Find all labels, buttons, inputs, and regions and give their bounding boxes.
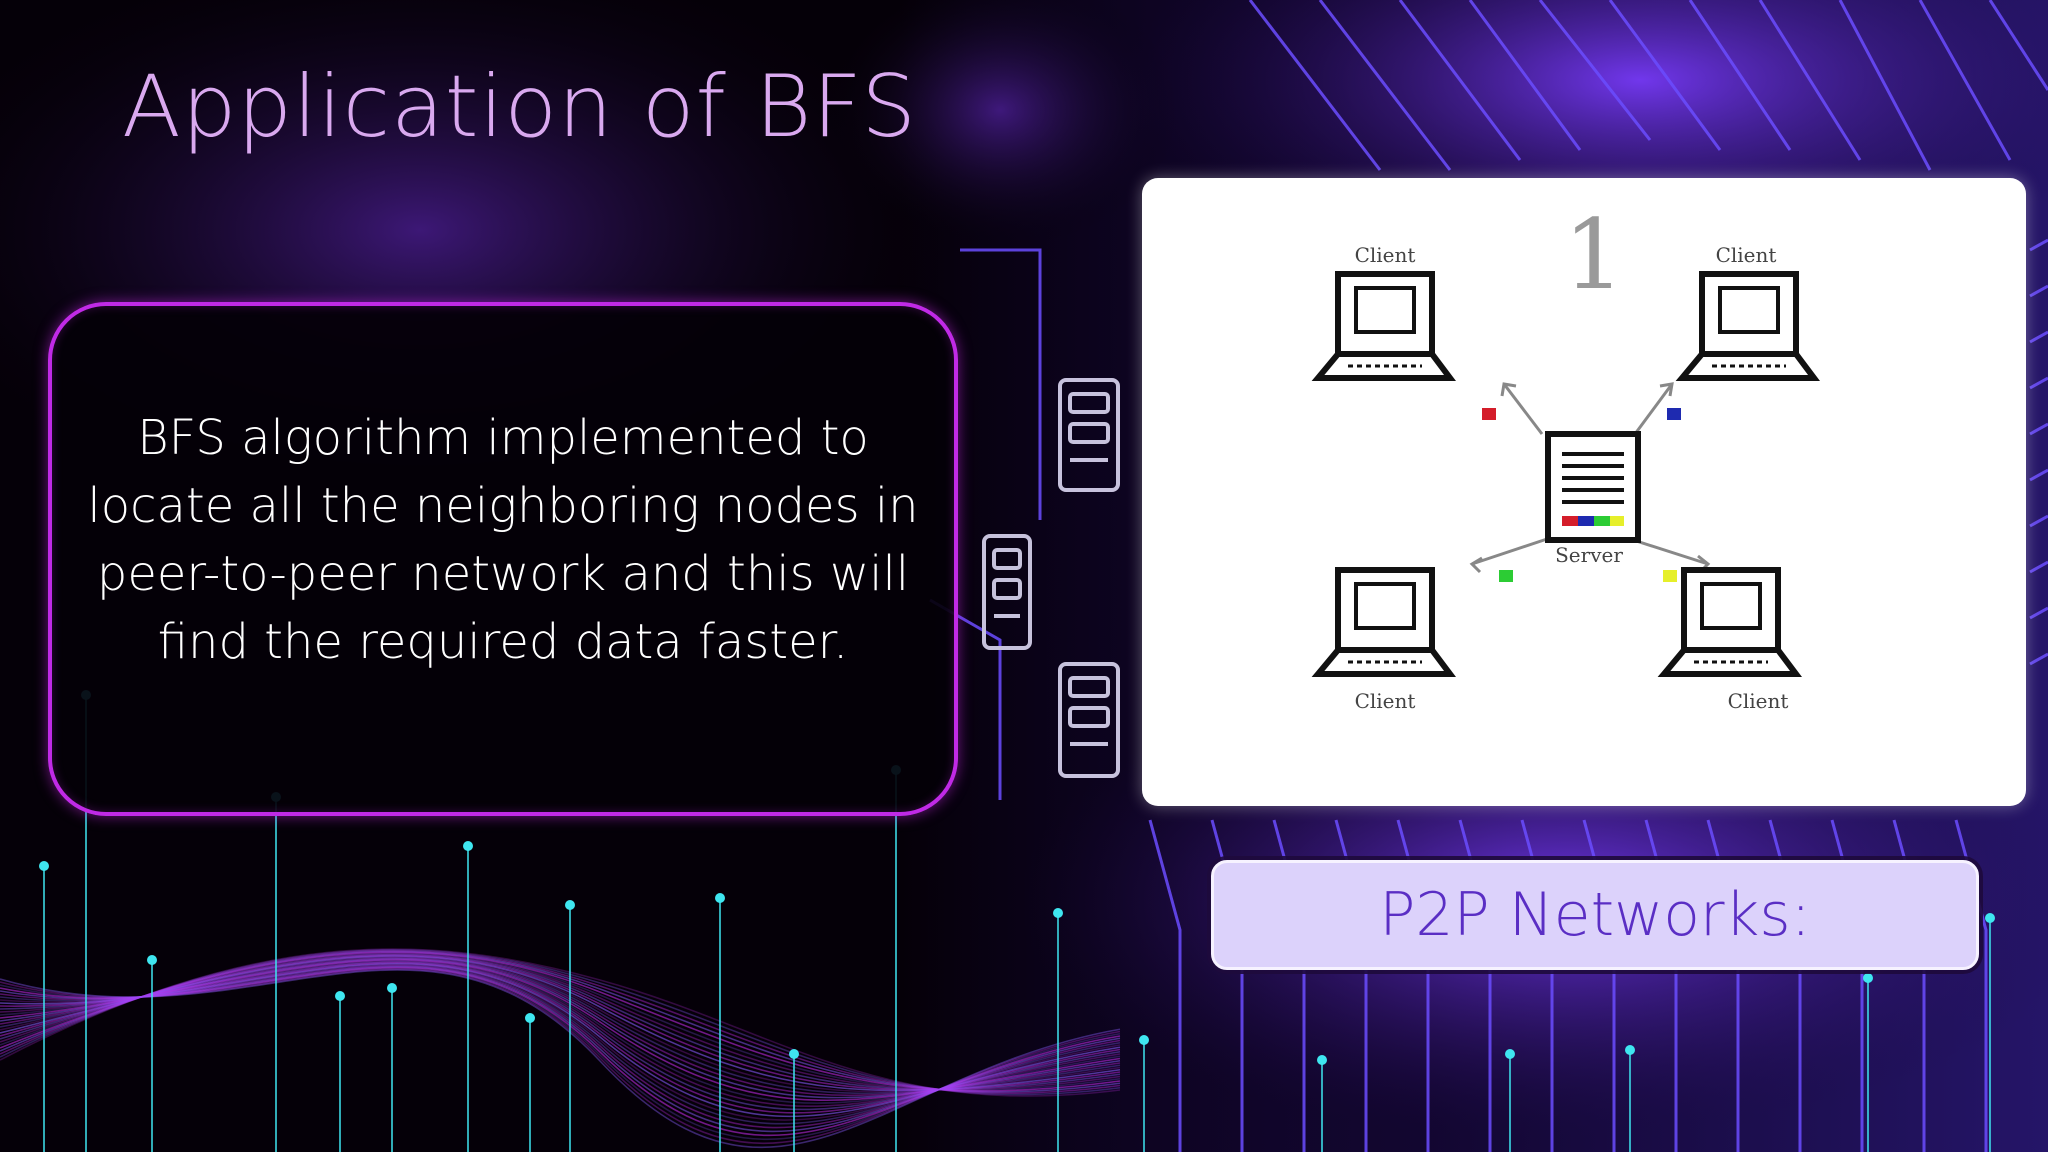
server-port-yellow	[1610, 516, 1624, 526]
caption-text: P2P Networks:	[1379, 880, 1811, 950]
marker-yellow	[1663, 570, 1677, 582]
server-label: Server	[1555, 543, 1623, 567]
diagram-number: 1	[1563, 199, 1624, 311]
body-text: BFS algorithm implemented to locate all …	[87, 410, 919, 670]
client-laptop-top-right	[1675, 271, 1820, 381]
connection-line	[1633, 383, 1674, 435]
server-port-red	[1562, 516, 1578, 526]
client-label-top-left: Client	[1355, 243, 1416, 267]
client-label-bottom-left: Client	[1355, 689, 1416, 713]
marker-green	[1499, 570, 1513, 582]
connection-line	[1502, 383, 1544, 435]
server-port-blue	[1578, 516, 1594, 526]
arrow-head	[1500, 382, 1517, 397]
server-icon	[1545, 431, 1641, 543]
server-port-green	[1594, 516, 1610, 526]
arrow-head	[1659, 382, 1674, 397]
body-text-box: BFS algorithm implemented to locate all …	[48, 302, 958, 816]
client-label-bottom-right: Client	[1728, 689, 1789, 713]
p2p-network-diagram: 1 Client Client Client Client Server	[1311, 199, 1820, 713]
marker-red	[1482, 408, 1496, 420]
server-rack-icon	[1058, 662, 1120, 778]
p2p-network-image: 1 Client Client Client Client Server	[1142, 178, 2026, 806]
server-rack-icon	[1058, 378, 1120, 492]
server-rack-icon	[982, 534, 1032, 650]
client-laptop-top-left	[1311, 271, 1456, 381]
client-laptop-bottom-left	[1311, 567, 1456, 677]
marker-blue	[1667, 408, 1681, 420]
client-label-top-right: Client	[1716, 243, 1777, 267]
arrow-head	[1469, 556, 1483, 574]
client-laptop-bottom-right	[1657, 567, 1802, 677]
slide-title: Application of BFS	[122, 57, 917, 157]
connection-line	[1471, 536, 1551, 566]
caption-box: P2P Networks:	[1211, 860, 1979, 970]
